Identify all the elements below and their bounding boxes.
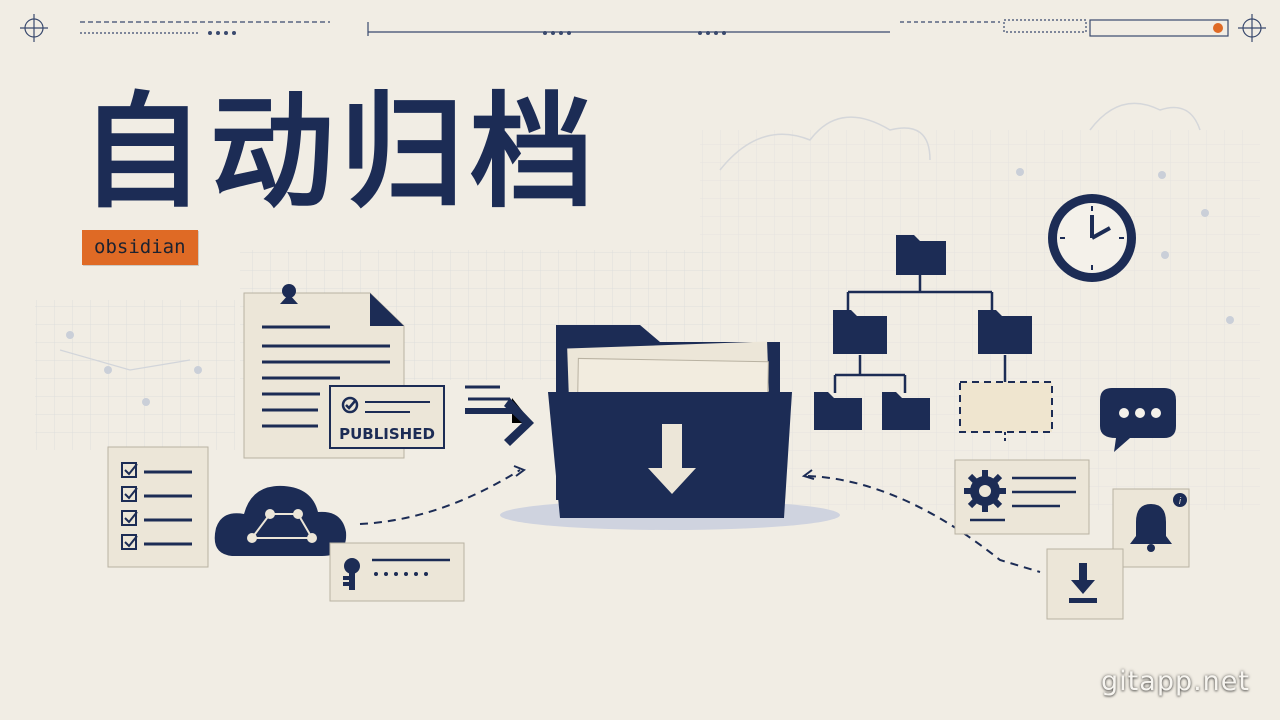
obsidian-tag: obsidian <box>82 230 198 265</box>
checklist-card <box>107 446 209 568</box>
arrow-right-icon <box>465 385 534 446</box>
key-icon <box>343 558 360 590</box>
folder-tree-icon <box>814 235 1053 442</box>
check-circle-icon <box>341 396 359 414</box>
page-title: 自动归档 <box>80 81 601 225</box>
settings-card <box>954 459 1090 535</box>
dashed-connector-left <box>359 469 521 525</box>
chat-bubble-icon <box>1100 388 1176 452</box>
svg-text:i: i <box>1179 497 1182 507</box>
download-icon <box>1069 563 1097 603</box>
watermark: gitapp.net <box>1101 666 1250 697</box>
published-stamp: PUBLISHED <box>329 385 445 449</box>
bell-card: i <box>1112 488 1190 568</box>
top-rule <box>20 14 1266 42</box>
pin-icon <box>280 284 298 304</box>
folder-download-icon <box>500 325 840 530</box>
gear-icon <box>964 470 1006 512</box>
clock-icon <box>1048 194 1136 282</box>
checklist-icon <box>121 462 192 550</box>
published-label: PUBLISHED <box>339 425 435 443</box>
bell-icon <box>1130 493 1187 552</box>
download-card <box>1046 548 1124 620</box>
background-grid <box>35 102 1260 510</box>
dashed-connector-right <box>807 475 1041 573</box>
cloud-network-icon <box>214 485 347 556</box>
top-rule-dots <box>208 23 1223 35</box>
key-card <box>329 542 465 602</box>
